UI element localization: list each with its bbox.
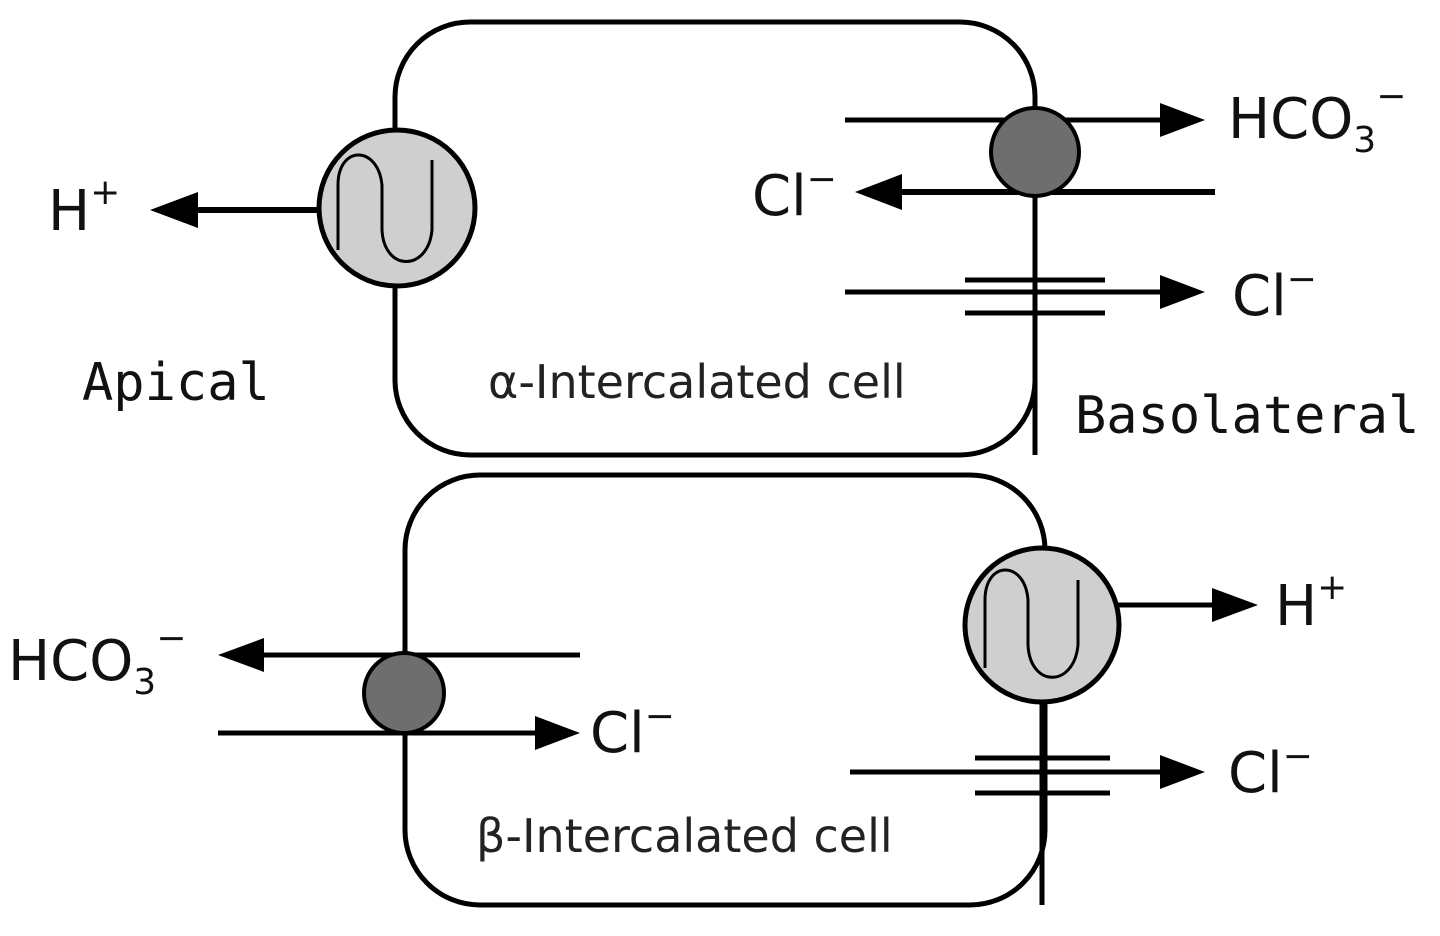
beta-cl-out-label: Cl− bbox=[1228, 736, 1313, 806]
alpha-cl-in-label: Cl− bbox=[752, 159, 837, 229]
beta-cl-in-label: Cl− bbox=[590, 696, 675, 766]
alpha-exchanger bbox=[845, 103, 1215, 455]
alpha-hco3-label: HCO3− bbox=[1228, 76, 1406, 161]
beta-intercalated-cell: HCO3− Cl− H+ Cl− β-Intercalated cell bbox=[8, 472, 1347, 908]
apical-h-ion-label: H+ bbox=[48, 172, 120, 244]
alpha-pump-wave-icon bbox=[336, 153, 434, 263]
beta-proton-pump-icon bbox=[962, 545, 1122, 705]
alpha-proton-pump bbox=[316, 127, 478, 289]
alpha-intercalated-cell: H+ HCO3− Cl− Cl− α-Intercalated cell bbox=[48, 19, 1406, 458]
alpha-exchanger-icon bbox=[989, 106, 1081, 198]
alpha-cell-label: α-Intercalated cell bbox=[488, 355, 906, 409]
alpha-cl-out-label: Cl− bbox=[1232, 259, 1317, 329]
alpha-proton-pump-icon bbox=[316, 127, 478, 289]
basolateral-label: Basolateral bbox=[1075, 386, 1419, 446]
apical-label: Apical bbox=[82, 353, 270, 413]
apical-h-arrow bbox=[150, 192, 318, 228]
beta-cl-channel bbox=[850, 702, 1205, 905]
beta-proton-pump bbox=[962, 545, 1258, 705]
beta-pump-wave-icon bbox=[983, 568, 1080, 679]
beta-hco3-label: HCO3− bbox=[8, 618, 186, 703]
alpha-cl-channel bbox=[845, 275, 1205, 316]
beta-h-ion-label: H+ bbox=[1275, 567, 1347, 639]
beta-exchanger-icon bbox=[362, 651, 446, 735]
beta-cell-label: β-Intercalated cell bbox=[476, 809, 893, 863]
beta-exchanger bbox=[218, 638, 580, 750]
